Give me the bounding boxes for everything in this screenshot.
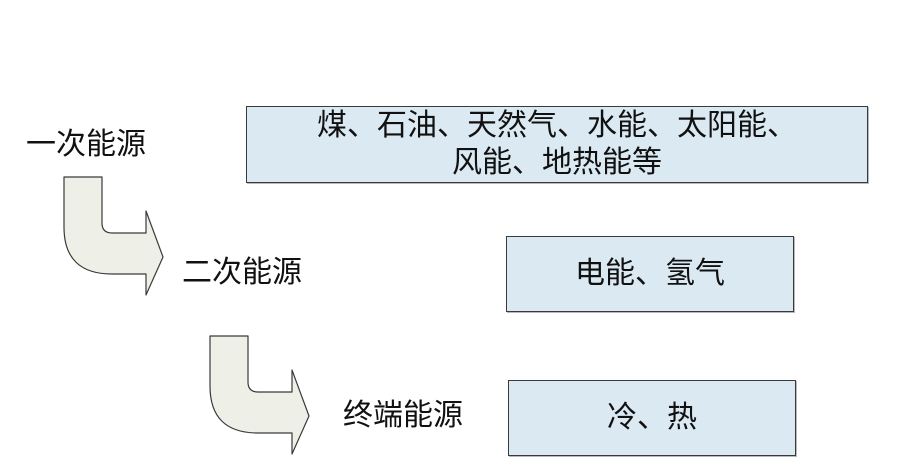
primary-energy-examples-line-1: 煤、石油、天然气、水能、太阳能、 xyxy=(317,107,797,143)
secondary-energy-examples-text: 电能、氢气 xyxy=(575,255,725,291)
terminal-energy-examples-box: 冷、热 xyxy=(508,380,796,456)
primary-energy-examples-box: 煤、石油、天然气、水能、太阳能、 风能、地热能等 xyxy=(246,106,868,183)
primary-energy-label: 一次能源 xyxy=(26,127,146,162)
terminal-energy-label: 终端能源 xyxy=(343,398,463,433)
primary-energy-examples-line-2: 风能、地热能等 xyxy=(452,144,662,180)
arrow-shape xyxy=(209,335,310,455)
curved-down-right-arrow-icon xyxy=(63,176,164,296)
secondary-energy-examples-box: 电能、氢气 xyxy=(506,236,794,312)
secondary-energy-label: 二次能源 xyxy=(182,255,302,290)
curved-down-right-arrow-icon xyxy=(209,335,310,455)
terminal-energy-examples-text: 冷、热 xyxy=(607,399,697,435)
primary-energy-examples-text: 煤、石油、天然气、水能、太阳能、 风能、地热能等 xyxy=(307,108,807,181)
arrow-shape xyxy=(63,176,164,296)
